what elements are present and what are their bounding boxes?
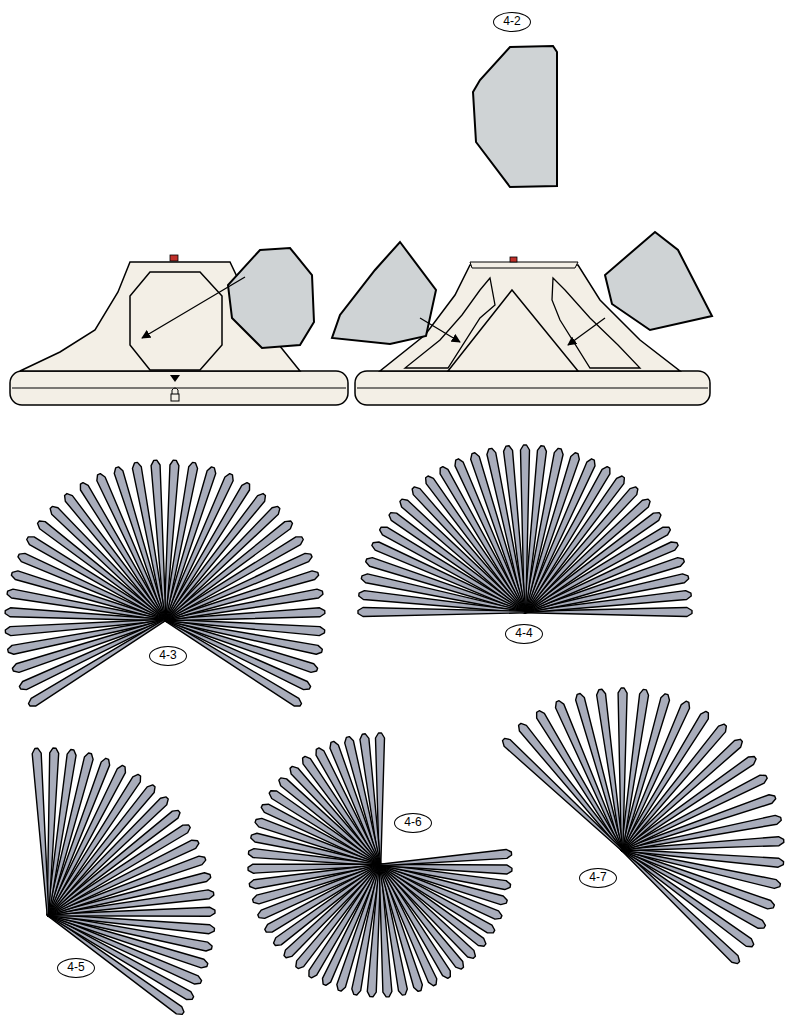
callout-number: 4-6 (394, 813, 432, 833)
callout-text: 4-3 (159, 648, 176, 662)
fan-blade (165, 619, 325, 635)
callout-text: 4-4 (515, 626, 532, 640)
fan-blade (502, 738, 622, 850)
callout-number: 4-7 (579, 868, 617, 888)
callout-text: 4-6 (404, 815, 421, 829)
fan-blade (164, 460, 179, 620)
fan-diagrams (5, 445, 784, 1014)
fan-blade (48, 914, 215, 934)
fan-blade (380, 864, 512, 874)
fan-blade (47, 748, 58, 915)
fan-blade (380, 849, 512, 865)
callout-text: 4-5 (67, 960, 84, 974)
device-right (332, 232, 712, 405)
fan-blade (524, 487, 637, 613)
device-left (10, 248, 348, 405)
callout-number: 4-4 (505, 624, 543, 644)
callout-number: 4-2 (493, 12, 531, 32)
callout-number: 4-5 (57, 958, 95, 978)
fan-blade (367, 865, 381, 997)
fan-blade (5, 608, 165, 621)
fan-blade (32, 748, 49, 915)
fan-blade (622, 849, 784, 867)
callout-text: 4-7 (589, 870, 606, 884)
fan-blade (19, 619, 165, 689)
fan-blade (248, 849, 380, 866)
fan-blade (519, 723, 623, 850)
callout-text: 4-2 (503, 14, 520, 28)
fan-blade (29, 619, 166, 706)
fan-blade (358, 608, 525, 617)
fan-blade (400, 499, 526, 612)
callout-number: 4-3 (149, 646, 187, 666)
cut-piece (473, 46, 557, 187)
